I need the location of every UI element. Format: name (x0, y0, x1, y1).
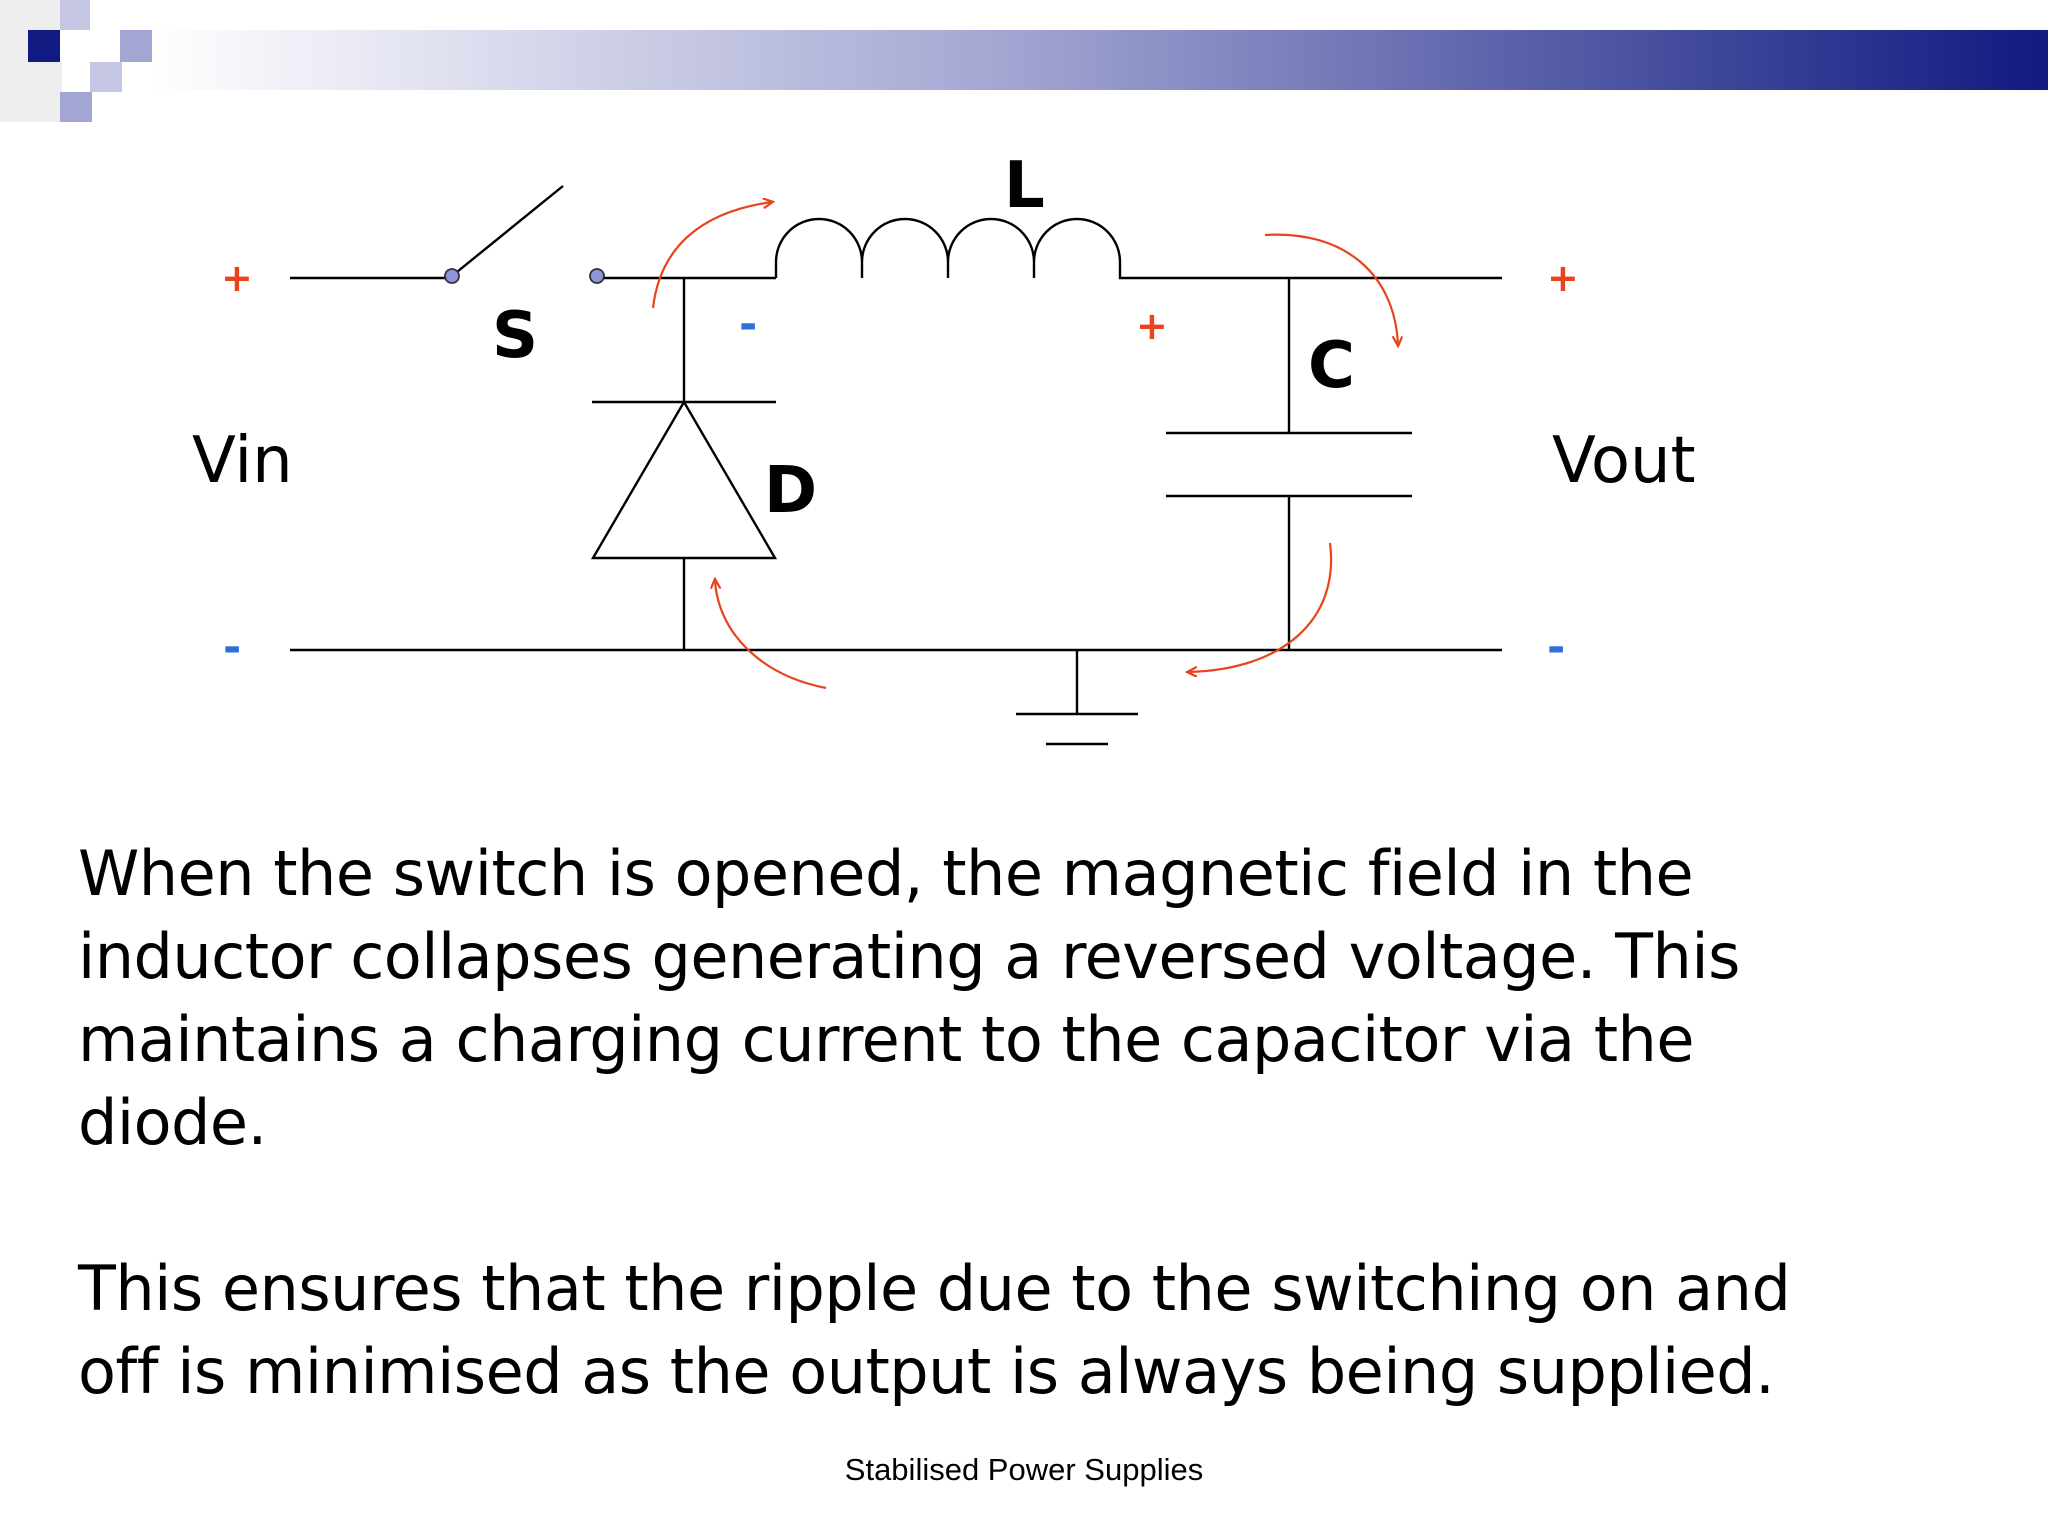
label-inductor: L (1004, 149, 1045, 223)
polarity-inductor-minus: - (739, 299, 757, 350)
banner-square (90, 0, 120, 30)
banner-square (28, 30, 60, 62)
current-arrow-diode-to-inductor (651, 202, 772, 309)
label-diode: D (764, 454, 817, 528)
switch-contact-left (444, 268, 460, 284)
diode-triangle (590, 399, 778, 560)
body-text-line: This ensures that the ripple due to the … (78, 1252, 1791, 1325)
current-arrow-into-capacitor (1264, 233, 1398, 345)
label-switch: S (492, 299, 538, 373)
banner-square (60, 0, 90, 30)
body-text-line: When the switch is opened, the magnetic … (78, 837, 1694, 910)
inductor-coil (774, 217, 1138, 280)
slide-body-text: When the switch is opened, the magnetic … (78, 832, 2008, 1413)
banner-square (120, 30, 152, 62)
banner-gradient-bar (150, 30, 2048, 90)
body-text-line: diode. (78, 1086, 267, 1159)
body-text-line: off is minimised as the output is always… (78, 1335, 1775, 1408)
slide-footer: Stabilised Power Supplies (844, 1452, 1204, 1487)
slide-banner (0, 0, 2048, 122)
switch-blade (451, 185, 564, 277)
polarity-vin-plus: + (221, 256, 253, 300)
banner-square (60, 92, 92, 122)
body-text-line: maintains a charging current to the capa… (78, 1003, 1695, 1076)
label-vin: Vin (192, 424, 293, 498)
switch-contact-right (589, 268, 605, 284)
body-text-line: inductor collapses generating a reversed… (78, 920, 1740, 993)
banner-square (60, 30, 90, 62)
buck-converter-diagram: S L D C Vin Vout + - - + + - (192, 149, 1696, 746)
banner-square (90, 62, 122, 92)
current-arrow-ground-to-diode (715, 580, 827, 690)
polarity-vin-minus: - (223, 622, 241, 673)
polarity-vout-minus: - (1547, 622, 1565, 673)
polarity-inductor-plus: + (1136, 304, 1168, 348)
current-arrow-capacitor-return (1188, 542, 1333, 672)
label-capacitor: C (1308, 329, 1355, 403)
polarity-vout-plus: + (1547, 256, 1579, 300)
label-vout: Vout (1552, 424, 1696, 498)
